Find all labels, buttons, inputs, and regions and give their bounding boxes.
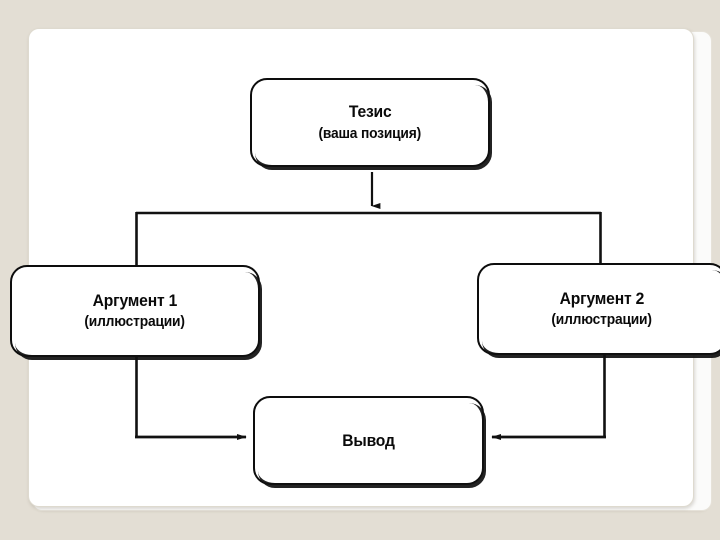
- node-argument-1[interactable]: Аргумент 1 (иллюстрации): [10, 265, 262, 360]
- node-thesis-title: Тезис: [348, 102, 392, 122]
- node-thesis-subtitle: (ваша позиция): [318, 124, 422, 142]
- node-argument-1-subtitle: (иллюстрации): [84, 313, 186, 331]
- node-argument-2-subtitle: (иллюстрации): [551, 311, 653, 329]
- node-conclusion-title: Вывод: [342, 430, 395, 450]
- node-conclusion[interactable]: Вывод: [253, 396, 486, 488]
- node-argument-1-title: Аргумент 1: [92, 290, 178, 310]
- node-argument-2[interactable]: Аргумент 2 (иллюстрации): [477, 263, 720, 358]
- node-argument-2-title: Аргумент 2: [559, 288, 645, 308]
- node-thesis[interactable]: Тезис (ваша позиция): [250, 78, 492, 170]
